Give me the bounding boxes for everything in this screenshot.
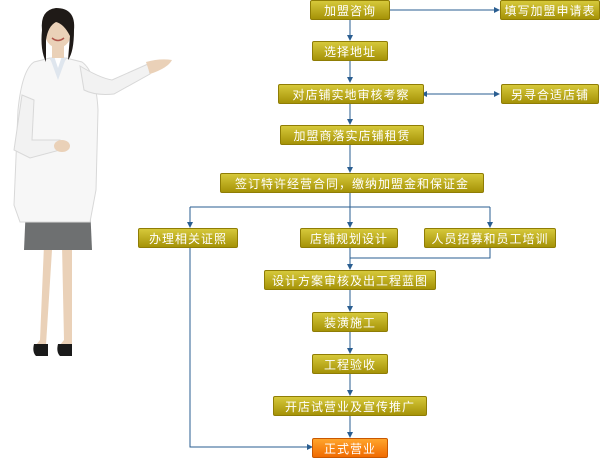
step-acceptance: 工程验收	[312, 354, 388, 374]
step-find-other-store: 另寻合适店铺	[501, 84, 599, 104]
presenter-illustration	[13, 8, 172, 356]
step-fill-application: 填写加盟申请表	[500, 0, 600, 20]
step-store-lease: 加盟商落实店铺租赁	[280, 125, 424, 145]
step-select-location: 选择地址	[312, 41, 388, 61]
step-staff-training: 人员招募和员工培训	[424, 228, 556, 248]
step-join-consult: 加盟咨询	[310, 0, 390, 20]
step-design-review: 设计方案审核及出工程蓝图	[264, 270, 436, 290]
step-official-opening: 正式营业	[312, 438, 388, 458]
connector-licenses-to-opening	[189, 247, 313, 450]
step-handle-licenses: 办理相关证照	[138, 228, 238, 248]
step-store-planning: 店铺规划设计	[300, 228, 398, 248]
step-trial-opening: 开店试营业及宣传推广	[273, 396, 427, 416]
step-store-inspection: 对店铺实地审核考察	[278, 84, 424, 104]
step-renovation: 装潢施工	[312, 312, 388, 332]
step-sign-contract: 签订特许经营合同，缴纳加盟金和保证金	[220, 173, 484, 193]
connector-training-to-spine	[350, 247, 491, 259]
